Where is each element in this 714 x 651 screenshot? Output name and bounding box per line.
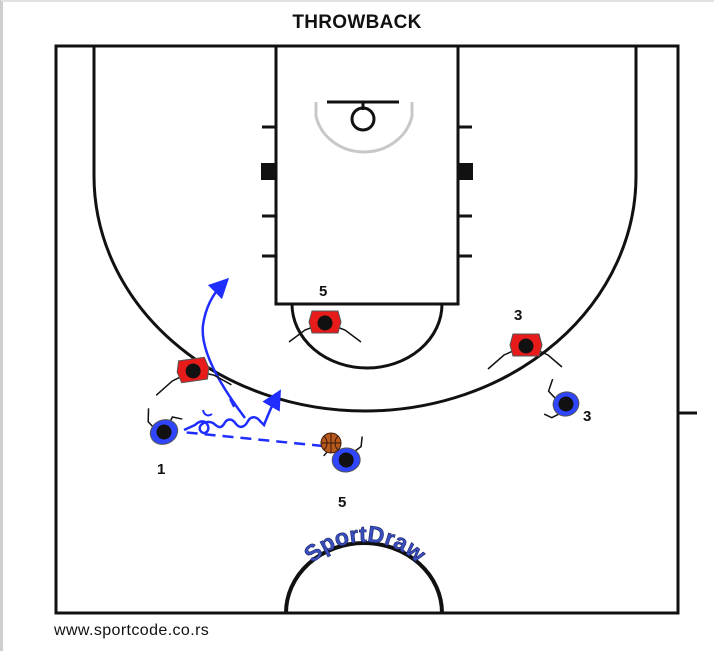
offense-player-3-label: 3: [583, 408, 591, 425]
footer-url[interactable]: www.sportcode.co.rs: [54, 622, 210, 639]
free-throw-arc: [290, 303, 444, 370]
center-circle: [284, 541, 444, 614]
defender-3-label: 3: [514, 307, 522, 324]
paint-key: [274, 44, 460, 306]
screen-arc[interactable]: [202, 409, 213, 417]
defender-1[interactable]: [152, 354, 232, 396]
pass-line[interactable]: [181, 430, 324, 448]
three-point-line: [92, 46, 638, 413]
lane-block-left: [261, 163, 276, 180]
lane-block-right: [458, 163, 473, 180]
offense-player-5-label: 5: [338, 494, 346, 511]
defender-5-label: 5: [319, 283, 327, 300]
rim: [350, 106, 376, 132]
play-title: THROWBACK: [292, 12, 422, 33]
restricted-arc: [314, 102, 414, 154]
defender-3[interactable]: [487, 333, 563, 370]
defender-5[interactable]: [288, 310, 362, 343]
court-boundary: [54, 44, 680, 615]
dribble-path[interactable]: [183, 389, 281, 435]
cut-arrow[interactable]: [201, 277, 246, 419]
watermark: SportDraw: [299, 521, 431, 567]
offense-player-1-label: 1: [157, 461, 165, 478]
basketball[interactable]: [320, 432, 342, 454]
offense-player-3[interactable]: [534, 373, 582, 423]
screen-tick: [229, 398, 235, 408]
offense-player-1[interactable]: [139, 397, 189, 448]
lane-hash-marks: [262, 125, 472, 258]
